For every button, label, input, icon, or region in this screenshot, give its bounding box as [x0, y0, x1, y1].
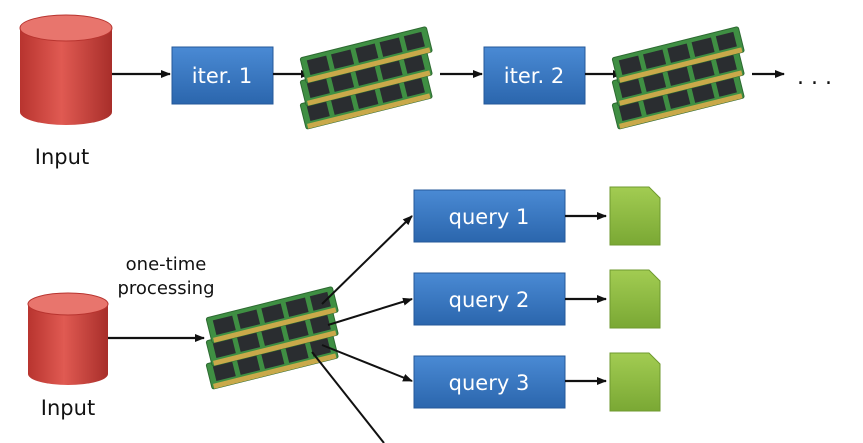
arrow-memory-to-query3 — [321, 344, 413, 382]
top-input-label: Input — [35, 145, 89, 169]
bottom-input-label: Input — [41, 396, 95, 420]
result1-document-icon — [609, 186, 661, 246]
query3-label: query 3 — [449, 371, 530, 395]
iter2-label: iter. 2 — [504, 64, 564, 88]
iter1-label: iter. 1 — [192, 64, 252, 88]
iter1-box: iter. 1 — [171, 46, 274, 105]
arrow-memory-to-more — [311, 351, 385, 443]
query2-box: query 2 — [413, 272, 566, 326]
result2-document-icon — [609, 269, 661, 329]
processing-label-line1: one-time — [126, 254, 207, 275]
query3-box: query 3 — [413, 355, 566, 409]
result3-document-icon — [609, 352, 661, 412]
arrow-memory-to-query2 — [327, 297, 413, 326]
top-input-database-icon — [19, 14, 113, 125]
query1-label: query 1 — [449, 205, 530, 229]
processing-label-line2: processing — [117, 278, 214, 299]
query2-label: query 2 — [449, 288, 530, 312]
query1-box: query 1 — [413, 189, 566, 243]
iter2-box: iter. 2 — [483, 46, 586, 105]
ellipsis: . . . — [797, 65, 832, 90]
bottom-memory-stack-icon — [206, 287, 338, 390]
top-memory-stack-1-icon — [300, 27, 432, 130]
arrow-memory-to-query1 — [321, 215, 413, 305]
bottom-input-database-icon — [27, 292, 109, 385]
top-memory-stack-2-icon — [612, 27, 744, 130]
